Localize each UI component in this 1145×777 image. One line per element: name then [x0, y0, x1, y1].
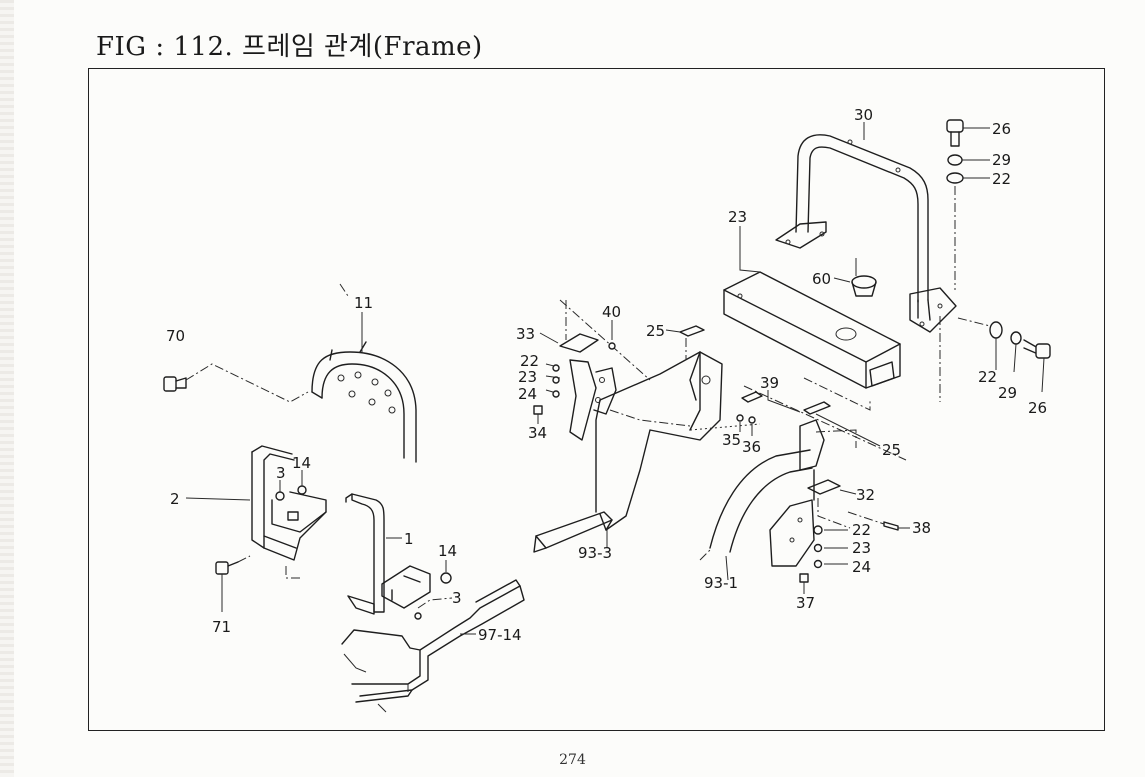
callout-97-14: 97-14	[478, 626, 522, 644]
callout-22-upper: 22	[992, 170, 1011, 188]
callout-26-right: 26	[1028, 399, 1047, 417]
callout-36: 36	[742, 438, 761, 456]
callout-22-lower: 22	[852, 521, 871, 539]
callout-93-3: 93-3	[578, 544, 612, 562]
callout-70: 70	[166, 327, 185, 345]
fastener-stack-upper	[946, 119, 964, 184]
callout-24-lower: 24	[852, 558, 871, 576]
callout-23-lower: 23	[852, 539, 871, 557]
fender-body-93-1	[699, 419, 857, 567]
callout-32: 32	[856, 486, 875, 504]
roll-bar-30	[775, 134, 957, 333]
callout-11: 11	[354, 294, 373, 312]
callout-22: 22	[520, 352, 539, 370]
page-number: 274	[559, 752, 586, 768]
diagram-frame	[88, 68, 1105, 731]
callout-37: 37	[796, 594, 815, 612]
page-binding-edge	[0, 0, 14, 777]
fender-body-93-3	[533, 299, 761, 553]
callout-60: 60	[812, 270, 831, 288]
callout-35: 35	[722, 431, 741, 449]
callout-3-lower: 3	[452, 589, 462, 607]
callout-14-lower: 14	[438, 542, 457, 560]
bolt-70	[163, 376, 187, 392]
cap-60	[851, 275, 877, 297]
callout-2: 2	[170, 490, 180, 508]
callout-71: 71	[212, 618, 231, 636]
callout-24: 24	[518, 385, 537, 403]
fastener-stack-right	[989, 321, 1051, 359]
callout-33: 33	[516, 325, 535, 343]
bracket-32	[807, 479, 841, 495]
callout-23: 23	[518, 368, 537, 386]
side-bracket-33	[559, 333, 617, 441]
callout-29: 29	[992, 151, 1011, 169]
callout-38: 38	[912, 519, 931, 537]
bracket-1	[345, 493, 431, 615]
callout-29-right: 29	[998, 384, 1017, 402]
callout-34: 34	[528, 424, 547, 442]
callout-30: 30	[854, 106, 873, 124]
bracket-2	[251, 445, 327, 561]
callout-93-1: 93-1	[704, 574, 738, 592]
tab-25-top	[679, 325, 705, 337]
callout-25-right: 25	[882, 441, 901, 459]
fender-11	[311, 341, 417, 463]
callout-1: 1	[404, 530, 414, 548]
callout-14: 14	[292, 454, 311, 472]
base-frame-97-14	[341, 579, 525, 713]
bolt-71	[215, 561, 239, 575]
tab-25-right	[803, 401, 831, 415]
small-parts-39	[736, 391, 763, 424]
callout-25-top: 25	[646, 322, 665, 340]
callout-39: 39	[760, 374, 779, 392]
callout-22-right: 22	[978, 368, 997, 386]
callout-23-beam: 23	[728, 208, 747, 226]
callout-26: 26	[992, 120, 1011, 138]
callout-40: 40	[602, 303, 621, 321]
figure-title: FIG : 112. 프레임 관계(Frame)	[96, 32, 483, 62]
callout-3: 3	[276, 464, 286, 482]
